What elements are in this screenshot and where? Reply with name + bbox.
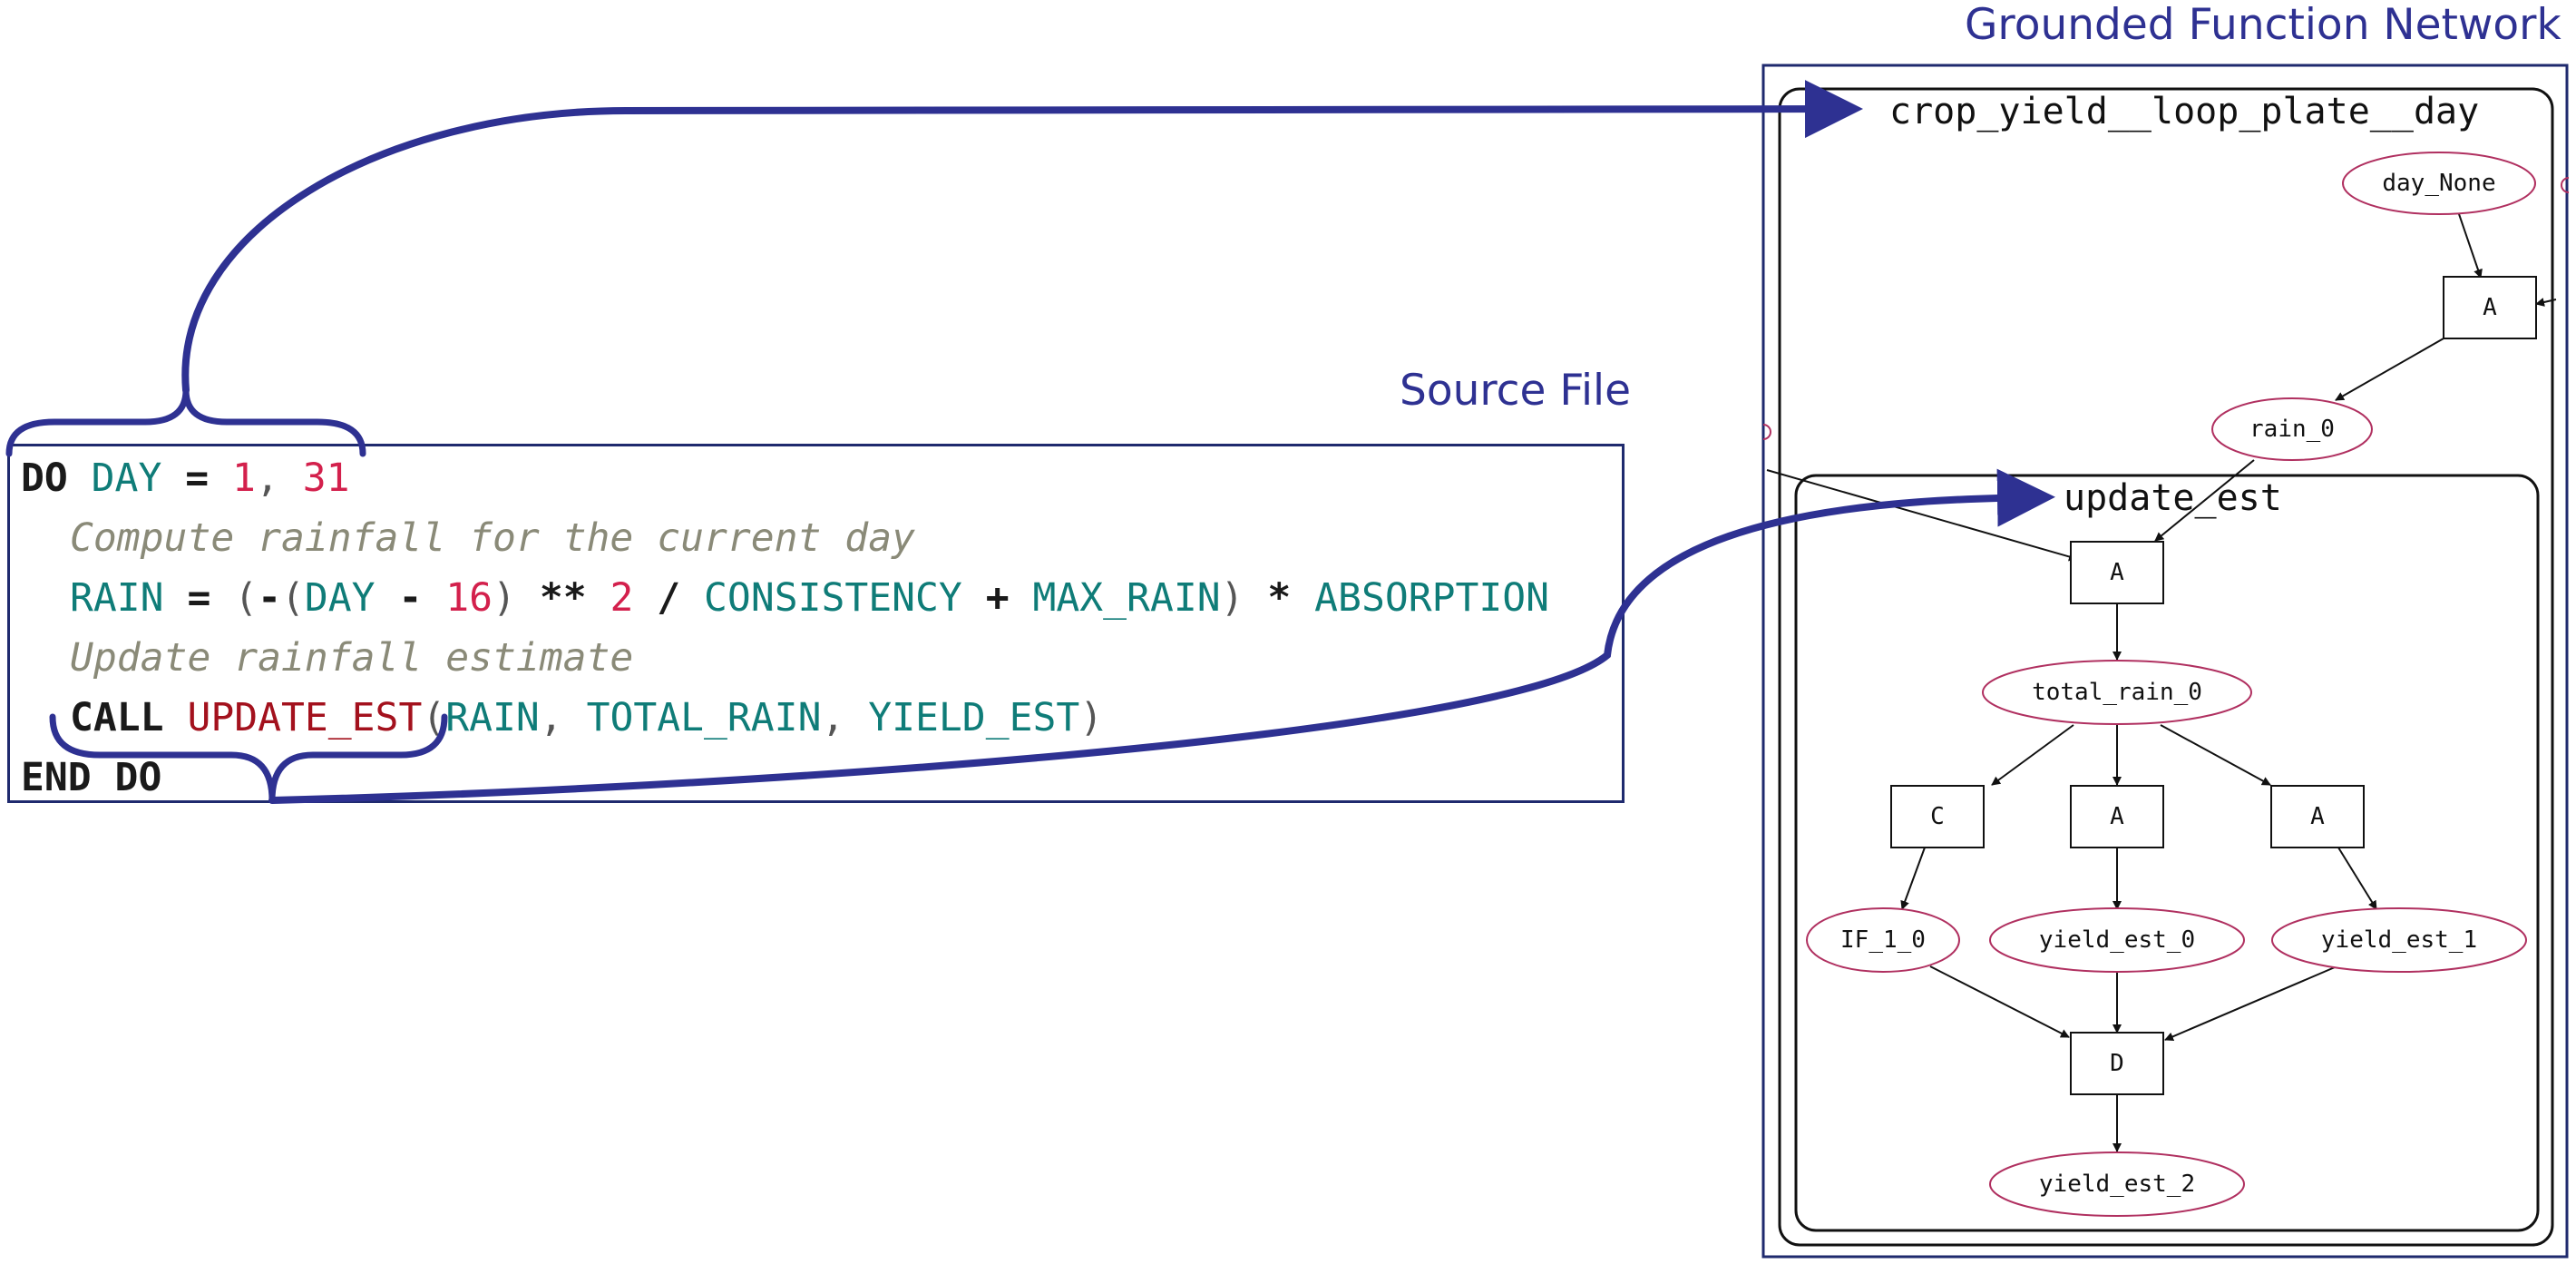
edge-a-to-yield-est-1 bbox=[2337, 847, 2377, 910]
call-line-brace bbox=[49, 713, 448, 801]
var-node-rain-0 bbox=[2211, 397, 2373, 461]
code-comment-2: Update rainfall estimate bbox=[70, 635, 634, 681]
func-node-d bbox=[2070, 1032, 2164, 1095]
inner-box-label: update_est bbox=[2064, 477, 2282, 519]
edge-external-to-top-a bbox=[2535, 298, 2557, 307]
edge-external-to-a bbox=[1766, 469, 2078, 562]
edge-rain-to-a bbox=[2154, 459, 2255, 542]
func-label-a-mid: A bbox=[2110, 803, 2124, 830]
code-line-end-do: END DO bbox=[21, 755, 162, 800]
do-line-brace bbox=[5, 389, 366, 457]
code-comment-1: Compute rainfall for the current day bbox=[70, 515, 915, 561]
var-label-day-none: day_None bbox=[2382, 170, 2495, 197]
edge-if-to-d bbox=[1929, 965, 2070, 1038]
var-label-if-1-0: IF_1_0 bbox=[1840, 926, 1926, 954]
func-label-d: D bbox=[2110, 1050, 2124, 1077]
code-line-rain: RAIN = (-(DAY - 16) ** 2 / CONSISTENCY +… bbox=[70, 575, 1550, 621]
var-node-clipped-left bbox=[1762, 424, 1771, 440]
edge-a-to-rain bbox=[2335, 338, 2444, 401]
func-label-a-top: A bbox=[2483, 294, 2497, 321]
func-node-a-rain bbox=[2070, 541, 2164, 604]
var-label-total-rain-0: total_rain_0 bbox=[2032, 679, 2202, 706]
loop-mapping-arrow bbox=[181, 80, 1863, 394]
edge-total-rain-to-c bbox=[1991, 724, 2074, 786]
gfn-edges bbox=[1766, 211, 2557, 1152]
code-line-call: CALL UPDATE_EST(RAIN, TOTAL_RAIN, YIELD_… bbox=[70, 695, 1104, 740]
source-code-panel: DO DAY = 1, 31 Compute rainfall for the … bbox=[7, 444, 1625, 803]
func-node-a-top bbox=[2443, 276, 2537, 339]
edge-yield-est-1-to-d bbox=[2164, 966, 2336, 1042]
var-node-total-rain-0 bbox=[1982, 660, 2252, 725]
var-node-clipped-right bbox=[2561, 177, 2570, 193]
func-label-c: C bbox=[1930, 803, 1945, 830]
var-label-yield-est-0: yield_est_0 bbox=[2039, 926, 2195, 954]
edge-total-rain-to-a-right bbox=[2160, 724, 2271, 786]
func-node-a-right bbox=[2270, 785, 2365, 848]
func-node-c bbox=[1890, 785, 1985, 848]
var-node-yield-est-2 bbox=[1989, 1151, 2245, 1217]
source-file-title: Source File bbox=[1400, 366, 1632, 416]
inner-subgraph-box bbox=[1794, 474, 2540, 1232]
gfn-frame bbox=[1761, 64, 2569, 1259]
var-node-yield-est-0 bbox=[1989, 907, 2245, 973]
var-node-day-none bbox=[2342, 152, 2536, 215]
var-label-yield-est-2: yield_est_2 bbox=[2039, 1171, 2195, 1198]
outer-box-label: crop_yield__loop_plate__day bbox=[1889, 91, 2479, 132]
var-label-rain-0: rain_0 bbox=[2249, 416, 2335, 443]
edge-c-to-if bbox=[1900, 847, 1926, 910]
code-line-do: DO DAY = 1, 31 bbox=[21, 456, 350, 501]
func-node-a-mid bbox=[2070, 785, 2164, 848]
var-node-yield-est-1 bbox=[2271, 907, 2527, 973]
gfn-title: Grounded Function Network bbox=[1965, 0, 2561, 50]
edge-day-to-a bbox=[2457, 211, 2483, 279]
var-label-yield-est-1: yield_est_1 bbox=[2321, 926, 2477, 954]
func-label-a-rain: A bbox=[2110, 559, 2124, 586]
outer-subgraph-box bbox=[1778, 87, 2554, 1247]
call-mapping-arrow bbox=[268, 468, 2055, 804]
var-node-if-1-0 bbox=[1806, 907, 1960, 973]
func-label-a-right: A bbox=[2310, 803, 2325, 830]
